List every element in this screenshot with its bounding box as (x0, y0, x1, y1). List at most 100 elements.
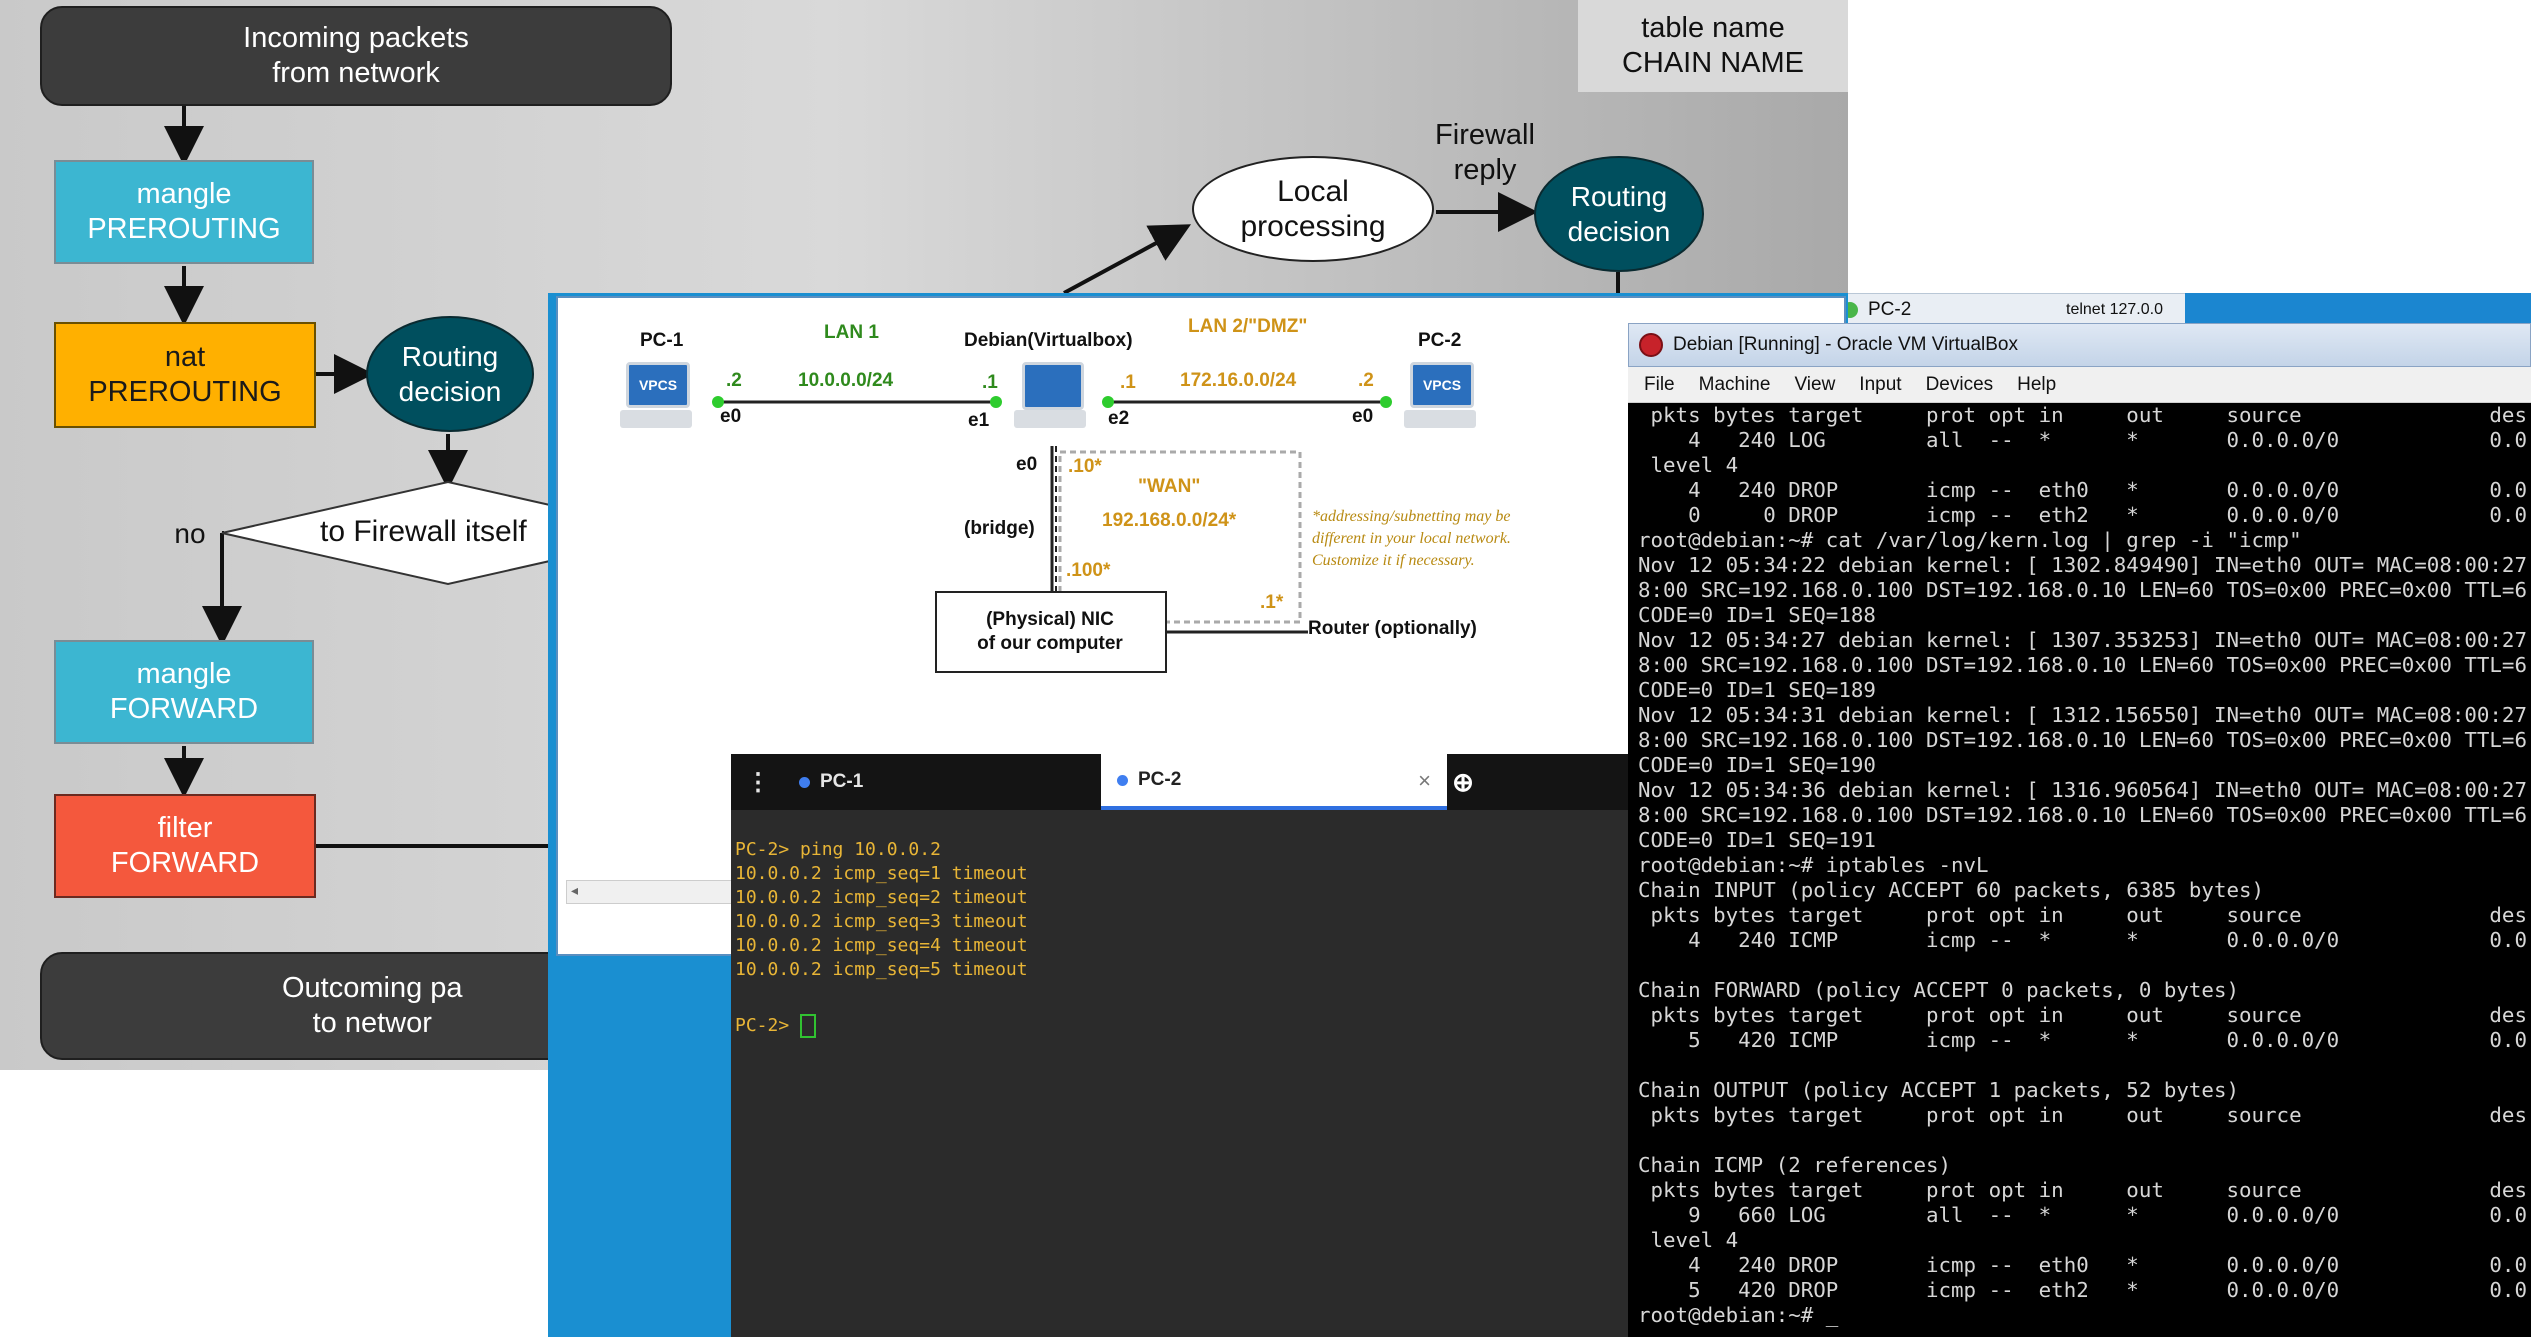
lan2-label: LAN 2/"DMZ" (1188, 316, 1308, 337)
pc1-ip: .2 (726, 370, 742, 391)
tab-pc2[interactable]: PC-2 × (1101, 754, 1447, 810)
terminal-line: Nov 12 05:34:36 debian kernel: [ 1316.96… (1638, 778, 2527, 802)
terminal-line: pkts bytes target prot opt in out source… (1638, 1103, 2527, 1127)
console-line: 10.0.0.2 icmp_seq=1 timeout (735, 863, 1028, 884)
status-dot-icon (799, 776, 810, 788)
pc2-label: PC-2 (1418, 330, 1462, 351)
debian-vm-icon[interactable] (1010, 358, 1090, 438)
wan-network: 192.168.0.0/24* (1102, 510, 1237, 531)
console-tab-bar: ⋮ PC-1 PC-2 × ⊕ (731, 754, 1631, 810)
menu-input[interactable]: Input (1859, 373, 1902, 395)
virtualbox-menubar: File Machine View Input Devices Help (1628, 367, 2531, 403)
terminal-line: 8:00 SRC=192.168.0.100 DST=192.168.0.10 … (1638, 803, 2527, 827)
terminal-line (1638, 1128, 2531, 1153)
pc1-vpcs-icon[interactable]: VPCS (620, 360, 696, 436)
horizontal-scrollbar[interactable]: ◂ (566, 880, 748, 904)
terminal-line: Chain ICMP (2 references) (1638, 1153, 1952, 1177)
no-label: no (174, 518, 206, 549)
terminal-line: CODE=0 ID=1 SEQ=191 (1638, 828, 1876, 852)
terminal-line: 4 240 ICMP icmp -- * * 0.0.0.0/0 0.0 (1638, 928, 2527, 952)
scroll-left-icon[interactable]: ◂ (571, 882, 579, 898)
pc2-vpcs-icon[interactable]: VPCS (1404, 360, 1480, 436)
device-name: PC-2 (1868, 299, 1912, 320)
nic-ip: .100* (1066, 560, 1111, 581)
debian-e2-ip: .1 (1120, 372, 1136, 393)
vpcs-base (620, 410, 692, 428)
terminal-line: level 4 (1638, 453, 1739, 477)
add-tab-icon[interactable]: ⊕ (1452, 766, 1474, 797)
console-line: PC-2> ping 10.0.0.2 (735, 839, 941, 860)
virtualbox-window[interactable] (1628, 323, 2531, 1337)
vpcs-screen: VPCS (626, 362, 690, 408)
menu-devices[interactable]: Devices (1925, 373, 1994, 395)
console-line: 10.0.0.2 icmp_seq=5 timeout (735, 959, 1028, 980)
terminal-line: root@debian:~# _ (1638, 1303, 1839, 1327)
terminal-line: pkts bytes target prot opt in out source… (1638, 903, 2527, 927)
terminal-line: pkts bytes target prot opt in out source… (1638, 1003, 2527, 1027)
status-dot-icon (1117, 774, 1128, 786)
local-processing-oval: Local processing (1192, 156, 1434, 262)
bridge-label: (bridge) (964, 518, 1035, 539)
terminal-line: level 4 (1638, 1228, 1739, 1252)
menu-machine[interactable]: Machine (1698, 373, 1771, 395)
console-output[interactable]: PC-2> ping 10.0.0.2 10.0.0.2 icmp_seq=1 … (735, 838, 1615, 1318)
terminal-line (1638, 1053, 2531, 1078)
console-line (735, 982, 1615, 1006)
lan1-network: 10.0.0.0/24 (798, 370, 894, 391)
monitor-icon (1022, 362, 1084, 410)
terminal-line: CODE=0 ID=1 SEQ=188 (1638, 603, 1876, 627)
pc2-ip: .2 (1358, 370, 1374, 391)
terminal-line: Chain OUTPUT (policy ACCEPT 1 packets, 5… (1638, 1078, 2239, 1102)
debian-label: Debian(Virtualbox) (964, 330, 1133, 351)
terminal-line: Nov 12 05:34:22 debian kernel: [ 1302.84… (1638, 553, 2527, 577)
terminal-line: 4 240 DROP icmp -- eth0 * 0.0.0.0/0 0.0 (1638, 478, 2527, 502)
physical-nic-label: (Physical) NIC of our computer (977, 609, 1123, 654)
menu-file[interactable]: File (1644, 373, 1675, 395)
terminal-line: 4 240 LOG all -- * * 0.0.0.0/0 0.0 (1638, 428, 2527, 452)
pc1-interface: e0 (720, 406, 742, 427)
terminal-line: Chain INPUT (policy ACCEPT 60 packets, 6… (1638, 878, 2265, 902)
vpcs-screen: VPCS (1410, 362, 1474, 408)
tab-divider (1431, 766, 1434, 798)
debian-terminal[interactable]: pkts bytes target prot opt in out source… (1638, 403, 2531, 1337)
virtualbox-titlebar[interactable]: Debian [Running] - Oracle VM VirtualBox (1628, 323, 2531, 367)
debian-e2: e2 (1108, 408, 1130, 429)
mangle-forward-box: mangle FORWARD (54, 640, 314, 744)
close-tab-icon[interactable]: × (1418, 768, 1431, 793)
debian-e1-ip: .1 (982, 372, 998, 393)
terminal-line: CODE=0 ID=1 SEQ=189 (1638, 678, 1876, 702)
terminal-line: 9 660 LOG all -- * * 0.0.0.0/0 0.0 (1638, 1203, 2527, 1227)
pc1-label: PC-1 (640, 330, 684, 351)
terminal-line (1638, 953, 2531, 978)
console-prompt[interactable]: PC-2> (735, 1014, 1615, 1038)
terminal-line: pkts bytes target prot opt in out source… (1638, 403, 2527, 427)
to-firewall-label: to Firewall itself (320, 515, 527, 548)
terminal-line: 5 420 DROP icmp -- eth2 * 0.0.0.0/0 0.0 (1638, 1278, 2527, 1302)
firewall-reply-label: Firewall reply (1435, 119, 1535, 186)
lan2-network: 172.16.0.0/24 (1180, 370, 1297, 391)
terminal-line: 8:00 SRC=192.168.0.100 DST=192.168.0.10 … (1638, 653, 2527, 677)
window-title: Debian [Running] - Oracle VM VirtualBox (1673, 334, 2018, 355)
terminal-line: root@debian:~# cat /var/log/kern.log | g… (1638, 528, 2302, 552)
menu-help[interactable]: Help (2017, 373, 2057, 395)
terminal-line: Nov 12 05:34:27 debian kernel: [ 1307.35… (1638, 628, 2527, 652)
terminal-line: Nov 12 05:34:31 debian kernel: [ 1312.15… (1638, 703, 2527, 727)
desktop-background (2185, 293, 2531, 327)
menu-dots-icon[interactable]: ⋮ (746, 768, 770, 796)
debian-e0: e0 (1016, 454, 1038, 475)
menu-view[interactable]: View (1794, 373, 1836, 395)
terminal-line: CODE=0 ID=1 SEQ=190 (1638, 753, 1876, 777)
terminal-line: 0 0 DROP icmp -- eth2 * 0.0.0.0/0 0.0 (1638, 503, 2527, 527)
tab-label: PC-2 (1138, 769, 1182, 790)
wan-debian-ip: .10* (1068, 456, 1102, 477)
terminal-line: root@debian:~# iptables -nvL (1638, 853, 1989, 877)
prompt-text: PC-2> (735, 1015, 801, 1036)
tab-pc1[interactable]: PC-1 (787, 754, 1139, 810)
cursor-icon (800, 1014, 817, 1038)
vpcs-console-window[interactable] (731, 754, 1631, 1337)
pc2-interface: e0 (1352, 406, 1374, 427)
terminal-line: Chain FORWARD (policy ACCEPT 0 packets, … (1638, 978, 2239, 1002)
terminal-line: 5 420 ICMP icmp -- * * 0.0.0.0/0 0.0 (1638, 1028, 2527, 1052)
mangle-prerouting-box: mangle PREROUTING (54, 160, 314, 264)
terminal-line: pkts bytes target prot opt in out source… (1638, 1178, 2527, 1202)
